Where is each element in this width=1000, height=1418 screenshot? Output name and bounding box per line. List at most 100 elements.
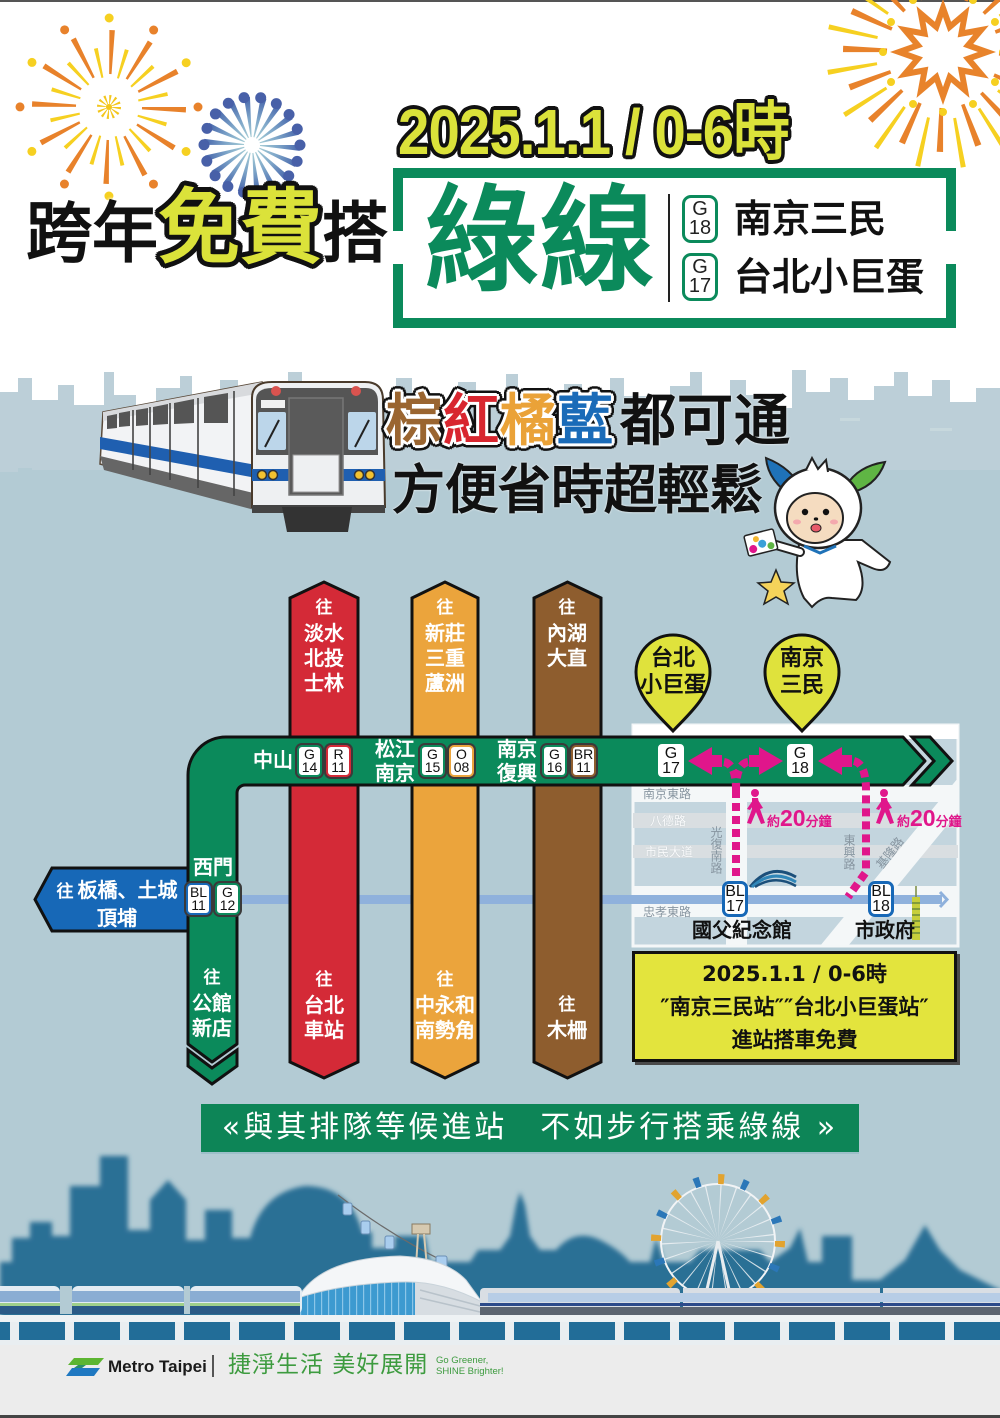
header-date-time: 2025.1.1 / 0-6時 <box>398 96 790 168</box>
badge-line: G <box>692 256 708 278</box>
badge-line: G <box>692 198 708 220</box>
notice-date: 2025.1.1 / 0-6時 <box>702 962 887 986</box>
destination-line: 台北 <box>304 993 344 1017</box>
badge-number: 15 <box>424 759 441 775</box>
pin-line: 三民 <box>779 673 824 698</box>
badge-number: 18 <box>688 217 712 239</box>
destination-line: 大直 <box>547 646 587 670</box>
bottom-edge <box>0 1415 1000 1418</box>
taipei-101-icon <box>912 886 920 940</box>
destination-line: 南勢角 <box>415 1018 475 1042</box>
english-slogan-line: SHINE Brighter! <box>436 1366 504 1377</box>
street-label-guangfu-s: 光復南路 <box>709 826 723 874</box>
notice-free-entry: 進站搭車免費 <box>731 1028 858 1052</box>
tagline-red-char: 紅 <box>443 389 500 454</box>
arena-dome-icon <box>748 869 797 889</box>
fireworks-icon <box>15 0 1000 201</box>
destination-line: 頂埔 <box>97 906 137 930</box>
red-line-bar <box>288 580 360 1080</box>
station-name: 南京 <box>497 737 537 761</box>
station-name: 南京 <box>375 761 415 785</box>
street-label-civic-blvd: 市民大道 <box>645 845 694 859</box>
badge-number: 12 <box>219 897 236 913</box>
campaign-title: 跨年免費搭 <box>26 188 388 270</box>
title-highlight-free: 免費 <box>158 181 323 276</box>
badge-number: 17 <box>688 275 712 297</box>
badge-line: BL <box>871 883 891 900</box>
destination-line: 士林 <box>304 671 344 695</box>
badge-number: 11 <box>576 759 591 775</box>
footer-english-slogan: Go Greener, SHINE Brighter! <box>436 1355 504 1377</box>
station-name-sun-yat-sen-memorial: 國父紀念館 <box>692 918 792 942</box>
green-line-chevron-east <box>908 735 955 787</box>
map-pin-icon <box>634 633 712 734</box>
direction-prefix: 往 <box>558 995 576 1015</box>
line-name: 綠線 <box>424 174 657 307</box>
walk-time-taipei-arena: 約20分鐘 <box>767 806 832 835</box>
walk-minutes: 20 <box>910 805 936 831</box>
station-label-zhongshan: 中山 <box>253 748 293 772</box>
badge-line: G <box>664 744 678 762</box>
train-illustration <box>99 381 387 532</box>
walking-person-icon <box>876 789 894 824</box>
orange-line-north-destination: 往 新莊 三重 蘆洲 <box>411 596 479 696</box>
destination-line: 公館 <box>192 991 232 1015</box>
direction-prefix: 往 <box>558 598 576 618</box>
station-name-taipei-arena: 台北小巨蛋 <box>734 255 925 299</box>
metro-taipei-logo <box>66 1358 104 1376</box>
footer-slogan: 捷淨生活 美好展開 <box>228 1352 429 1378</box>
footer-bar <box>0 1345 1000 1415</box>
orange-line-south-destination: 往 中永和 南勢角 <box>411 968 479 1043</box>
station-name: 西門 <box>193 855 233 879</box>
badge-line: G <box>549 746 560 762</box>
badge-line: G <box>793 744 807 762</box>
street-label-bade: 八德路 <box>650 814 687 828</box>
walking-person-icon <box>747 789 765 824</box>
destination-line: 北投 <box>304 646 344 670</box>
notice-stations: ″南京三民站″″台北小巨蛋站″ <box>660 995 929 1019</box>
pin-line: 台北 <box>650 646 695 671</box>
walk-unit: 分鐘 <box>935 815 962 830</box>
english-slogan-line: Go Greener, <box>436 1355 489 1366</box>
badge-number: 18 <box>872 898 890 915</box>
badge-line: G <box>222 884 233 900</box>
walk-prefix: 約 <box>767 815 781 830</box>
red-line-south-destination: 往 台北 車站 <box>290 968 358 1043</box>
station-label-nanjing-fuxing: 南京 復興 <box>497 737 537 785</box>
pin-label-nanjing-sanmin: 南京 三民 <box>765 645 839 699</box>
station-badge-g18: G 18 <box>682 195 718 243</box>
walk-suggestion-banner: «與其排隊等候進站 不如步行搭乘綠線 » <box>201 1104 859 1152</box>
destination-line: 木柵 <box>547 1018 587 1042</box>
brown-line-south-destination: 往 木柵 <box>533 993 601 1043</box>
pin-line: 小巨蛋 <box>639 673 706 698</box>
destination-line: 車站 <box>304 1018 344 1042</box>
tagline-blue-char: 藍 <box>557 389 614 454</box>
pin-label-taipei-arena: 台北 小巨蛋 <box>636 645 710 699</box>
brown-line-bar <box>532 580 603 1080</box>
badge-line: BL <box>725 883 745 900</box>
badge-number: 17 <box>662 759 680 777</box>
direction-prefix: 往 <box>315 598 333 618</box>
title-part1: 跨年 <box>26 195 158 272</box>
walking-route-taipei-arena <box>688 747 783 878</box>
destination-line: 蘆洲 <box>425 671 465 695</box>
direction-prefix: 往 <box>315 970 333 990</box>
badge-number: 16 <box>546 759 563 775</box>
destination-line: 三重 <box>425 646 465 670</box>
badge-number: 18 <box>791 759 809 777</box>
station-name: 松江 <box>375 737 415 761</box>
badge-number: 08 <box>453 759 470 775</box>
badge-line: BR <box>573 746 594 762</box>
station-label-ximen: 西門 <box>193 855 233 879</box>
street-label-dongxing: 東興路 <box>842 834 856 870</box>
direction-prefix: 往 <box>436 970 454 990</box>
destination-line: 板橋、土城 <box>77 878 178 902</box>
